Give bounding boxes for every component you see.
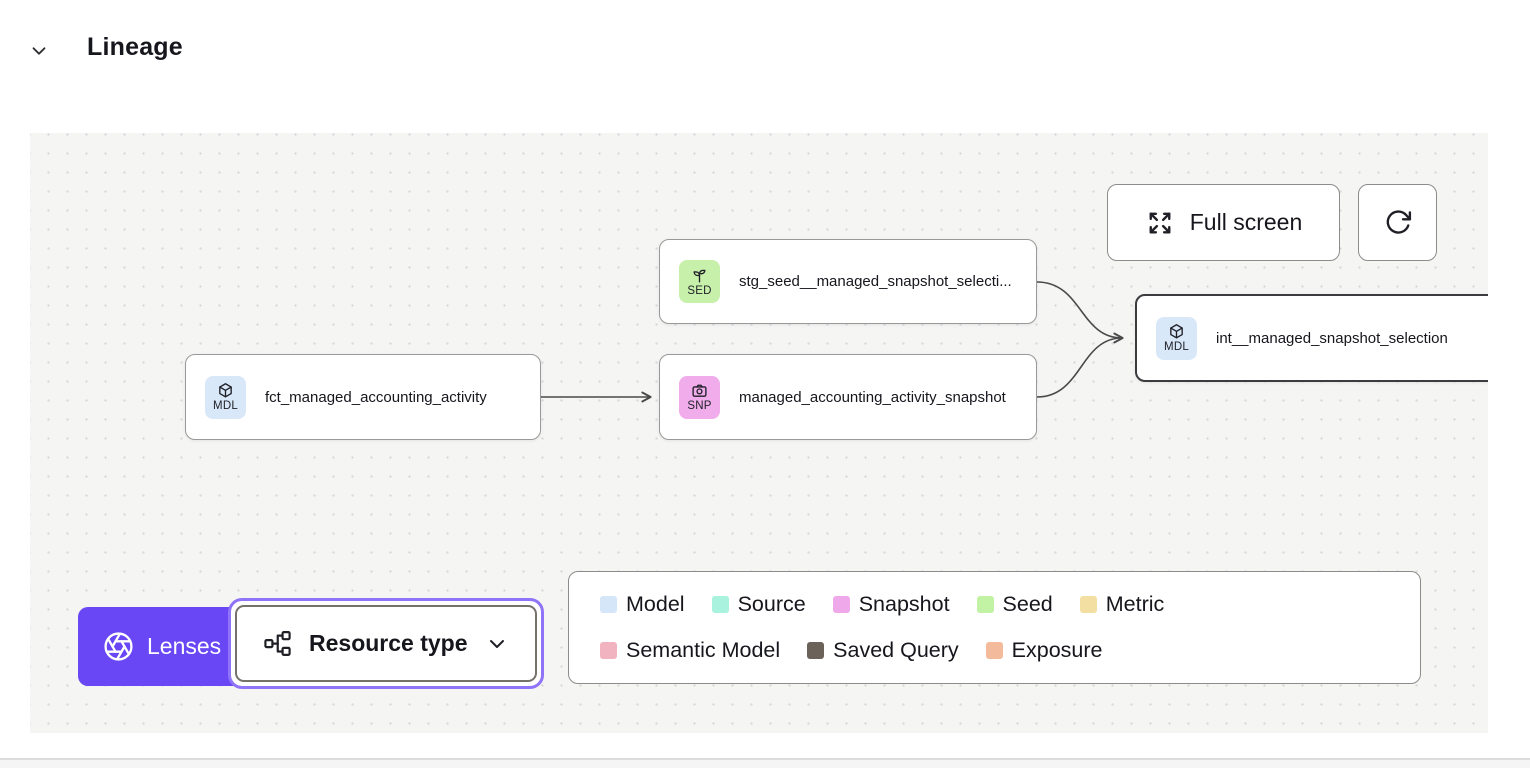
section-divider (0, 758, 1530, 760)
model-badge: MDL (205, 375, 246, 419)
cube-icon (1170, 324, 1183, 339)
full-screen-label: Full screen (1189, 209, 1303, 235)
seed-badge: SED (679, 260, 720, 303)
source-swatch (711, 596, 729, 614)
exposure-swatch (985, 641, 1003, 659)
badge-code: MDL (1164, 341, 1189, 353)
badge-code: SED (687, 284, 712, 297)
lenses-label: Lenses (147, 633, 222, 659)
lineage-node-stg-seed-managed-snapshot-selection[interactable]: SED stg_seed__managed_snapshot_selecti..… (659, 239, 1037, 324)
resource-type-legend: Model Source Snapshot Seed Metric (568, 571, 1421, 684)
legend-item-saved-query: Saved Query (807, 638, 959, 663)
node-label: managed_accounting_activity_snapshot (739, 388, 1006, 406)
node-label: stg_seed__managed_snapshot_selecti... (739, 273, 1012, 290)
metric-swatch (1079, 596, 1097, 614)
legend-item-snapshot: Snapshot (832, 592, 950, 617)
legend-item-model: Model (600, 592, 685, 617)
lineage-node-int-managed-snapshot-selection[interactable]: MDL int__managed_snapshot_selection (1135, 294, 1488, 382)
saved-query-swatch (807, 641, 825, 659)
lenses-button[interactable]: Lenses (78, 607, 247, 686)
resource-type-label: Resource type (309, 630, 468, 656)
resource-type-dropdown[interactable]: Resource type (235, 605, 537, 682)
badge-code: SNP (687, 400, 712, 412)
node-label: fct_managed_accounting_activity (265, 388, 487, 406)
legend-item-source: Source (711, 592, 806, 617)
lineage-node-managed-accounting-activity-snapshot[interactable]: SNP managed_accounting_activity_snapshot (659, 354, 1037, 440)
badge-code: MDL (213, 400, 238, 412)
semantic-model-swatch (600, 641, 617, 659)
full-screen-button[interactable]: Full screen (1107, 184, 1340, 261)
legend-item-exposure: Exposure (985, 638, 1102, 663)
refresh-button[interactable] (1358, 184, 1437, 261)
edge-seed-to-int (1036, 281, 1124, 344)
model-swatch (600, 596, 617, 614)
lineage-header: Lineage (0, 0, 1530, 100)
aperture-icon (104, 632, 133, 661)
legend-item-metric: Metric (1079, 592, 1164, 617)
next-section-strip (0, 760, 1530, 768)
model-badge: MDL (1156, 316, 1197, 360)
cube-icon (219, 383, 232, 398)
chevron-down-icon (489, 639, 504, 648)
legend-item-seed: Seed (976, 592, 1053, 617)
edge-snapshot-to-int (1036, 337, 1123, 398)
legend-row: Semantic Model Saved Query Exposure (600, 638, 1420, 663)
legend-row: Model Source Snapshot Seed Metric (600, 592, 1420, 617)
collapse-chevron-icon[interactable] (28, 40, 50, 62)
node-label: int__managed_snapshot_selection (1216, 329, 1448, 347)
lineage-node-fct-managed-accounting-activity[interactable]: MDL fct_managed_accounting_activity (185, 354, 541, 440)
snapshot-swatch (832, 596, 850, 614)
snapshot-badge: SNP (679, 375, 720, 419)
page-title: Lineage (87, 33, 183, 61)
refresh-icon (1386, 209, 1411, 234)
lineage-canvas[interactable]: SED stg_seed__managed_snapshot_selecti..… (30, 133, 1488, 733)
expand-icon (1149, 212, 1171, 233)
seed-swatch (976, 596, 994, 614)
hierarchy-icon (264, 631, 291, 656)
camera-icon (692, 384, 707, 397)
sprout-icon (693, 269, 706, 283)
legend-item-semantic-model: Semantic Model (600, 638, 780, 663)
resource-type-focus-ring: Resource type (228, 598, 544, 689)
